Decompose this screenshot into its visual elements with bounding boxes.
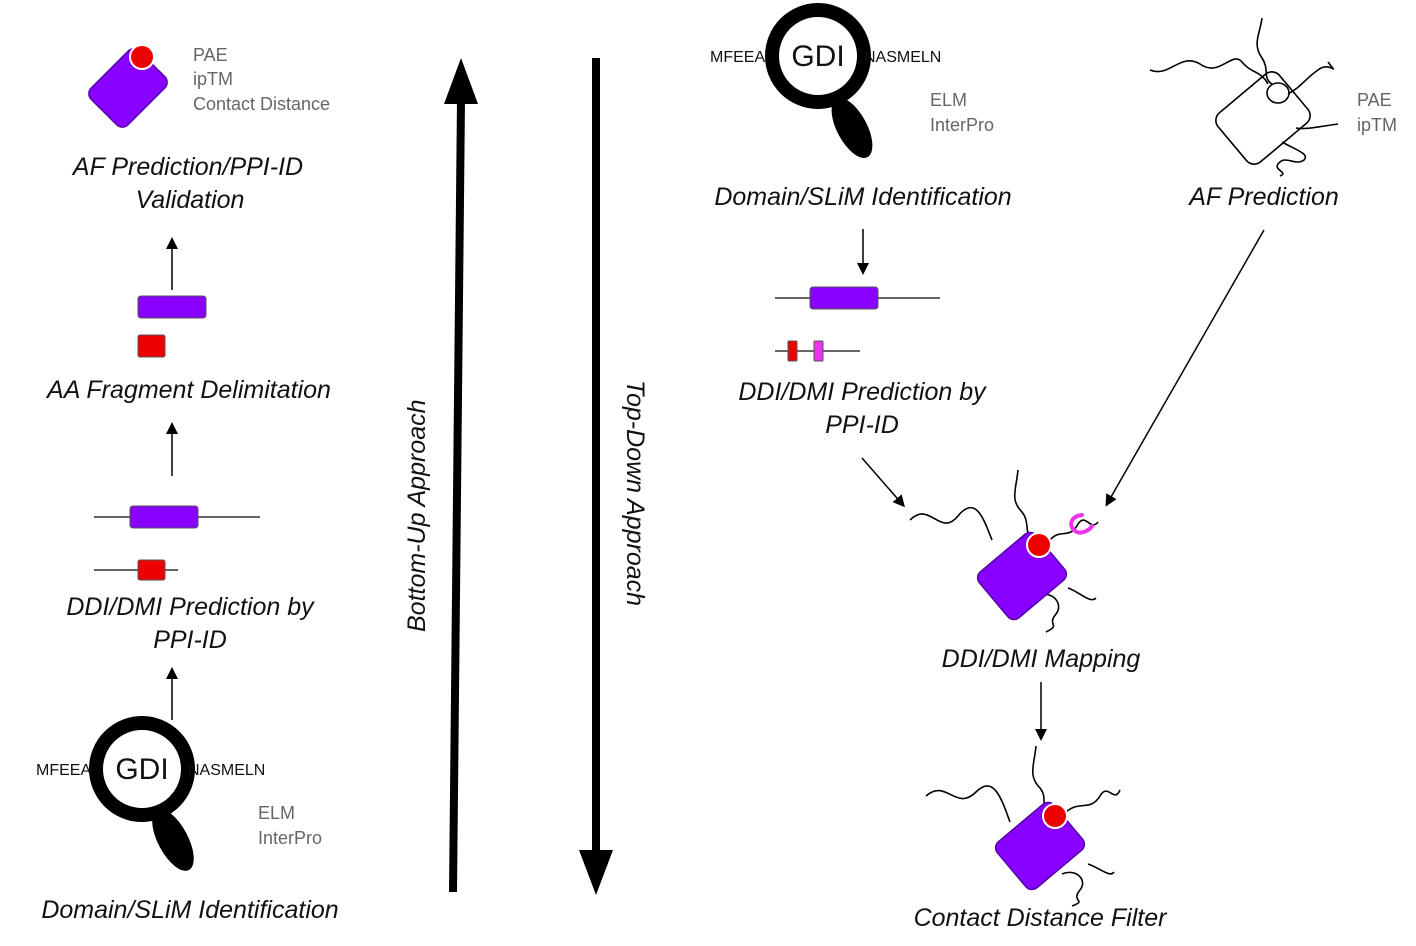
right-sequence-right: NASMELN [864,49,941,66]
left-sequence-right: NASMELN [188,762,265,779]
validation-metric-iptm: ipTM [193,69,233,89]
top-down-label: Top-Down Approach [621,380,649,606]
right-step-prediction-line1: DDI/DMI Prediction by [738,378,987,406]
left-step-prediction-line2: PPI-ID [153,626,227,654]
fragment-boxes-icon [137,295,207,358]
left-step-fragment: AA Fragment Delimitation [45,376,331,404]
bottom-up-arrow [444,58,478,893]
left-tool-interpro: InterPro [258,828,322,848]
left-step-validation-line2: Validation [136,186,245,214]
top-down-arrow [579,58,613,895]
arrow-prediction-to-mapping [861,457,905,508]
af-structure-outline-icon [1149,17,1339,177]
arrow-af-to-mapping [1105,229,1265,507]
left-step-identification: Domain/SLiM Identification [41,896,338,924]
right-step-identification: Domain/SLiM Identification [714,183,1011,211]
mapping-complex-icon [909,469,1099,633]
right-magnifier-icon [765,3,873,158]
right-tool-elm: ELM [930,90,967,110]
validation-metric-contact-distance: Contact Distance [193,94,330,114]
left-step-validation-line1: AF Prediction/PPI-ID [71,153,303,181]
right-step-prediction-line2: PPI-ID [825,411,899,439]
right-domain-motif-tracks-icon [775,286,940,362]
right-step-af: AF Prediction [1187,183,1339,211]
af-metric-iptm: ipTM [1357,115,1397,135]
right-step-filter: Contact Distance Filter [914,904,1169,932]
right-tool-interpro: InterPro [930,115,994,135]
left-sequence-left: MFEEA [36,762,91,779]
left-tool-elm: ELM [258,803,295,823]
right-sequence-highlight: GDI [791,40,844,73]
left-sequence-highlight: GDI [115,753,168,786]
bottom-up-label: Bottom-Up Approach [403,399,431,632]
af-metric-pae: PAE [1357,90,1392,110]
left-domain-motif-tracks-icon [94,505,260,581]
validation-complex-icon [88,44,168,128]
left-step-prediction-line1: DDI/DMI Prediction by [66,593,315,621]
left-magnifier-icon [89,716,195,871]
right-sequence-left: MFEEA [710,49,765,66]
validation-metric-pae: PAE [193,45,228,65]
right-step-mapping: DDI/DMI Mapping [942,645,1141,673]
filter-complex-icon [925,745,1121,907]
